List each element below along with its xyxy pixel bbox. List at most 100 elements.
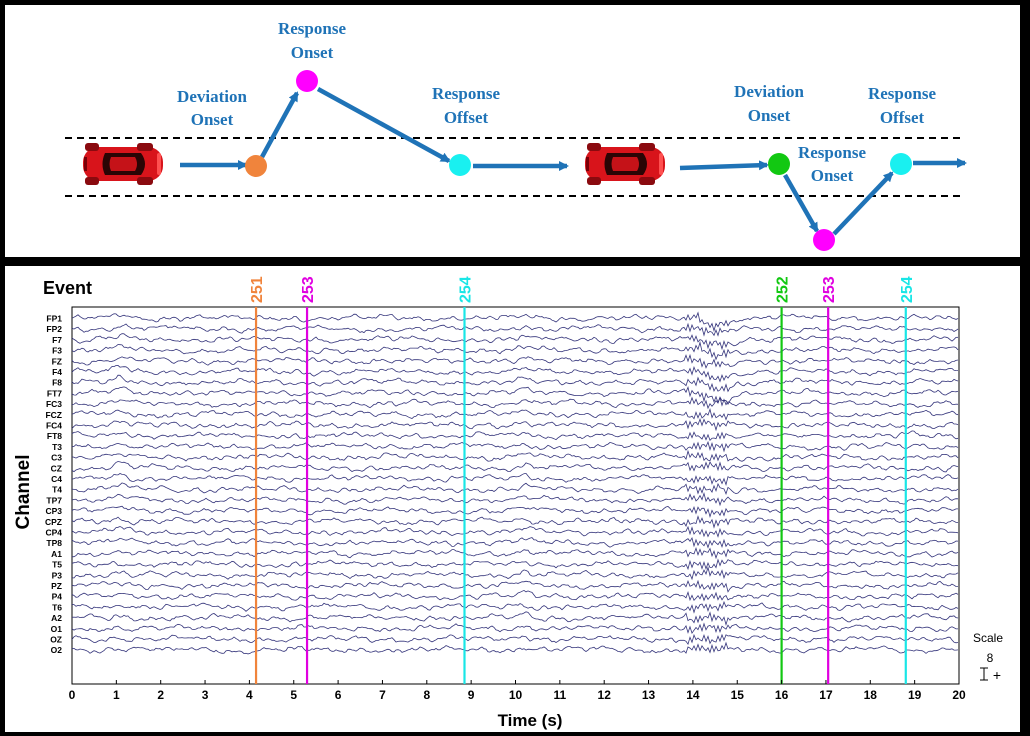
car-left xyxy=(83,143,163,185)
response-onset-label-right-line2: Onset xyxy=(811,166,854,185)
event-code-253: 253 xyxy=(821,276,838,303)
x-tick-label: 11 xyxy=(554,688,567,702)
deviation-onset-marker-right xyxy=(768,153,790,175)
channel-label-c3: C3 xyxy=(51,453,62,463)
eeg-trace-p3 xyxy=(71,566,959,581)
scale-plus: + xyxy=(993,667,1001,683)
channel-labels: FP1FP2F7F3FZF4F8FT7FC3FCZFC4FT8T3C3CZC4T… xyxy=(45,314,62,656)
eeg-trace-p4 xyxy=(71,589,959,602)
eeg-trace-a2 xyxy=(71,611,959,627)
response-onset-label-left-line2: Onset xyxy=(291,43,334,62)
arrow-deviation-to-response-right xyxy=(783,173,819,233)
event-code-253: 253 xyxy=(300,276,317,303)
channel-label-ft8: FT8 xyxy=(47,431,62,441)
eeg-trace-o2 xyxy=(71,641,959,655)
x-tick-label: 9 xyxy=(468,688,475,702)
event-code-251: 251 xyxy=(249,276,266,303)
y-axis-label: Channel xyxy=(13,455,34,530)
channel-label-p4: P4 xyxy=(52,592,63,602)
x-tick-label: 7 xyxy=(379,688,386,702)
response-onset-label-left-line1: Response xyxy=(278,19,346,38)
eeg-trace-fcz xyxy=(71,408,959,421)
eeg-trace-fp1 xyxy=(71,311,959,333)
channel-label-ft7: FT7 xyxy=(47,388,62,398)
channel-label-cpz: CPZ xyxy=(45,517,62,527)
x-tick-label: 6 xyxy=(335,688,342,702)
channel-label-pz: PZ xyxy=(51,581,62,591)
response-offset-marker-right xyxy=(890,153,912,175)
eeg-traces xyxy=(71,311,959,655)
driving-schematic: Deviation Onset Response Onset Response … xyxy=(65,19,967,251)
channel-label-cz: CZ xyxy=(51,463,62,473)
eeg-trace-f7 xyxy=(71,333,959,351)
channel-label-t4: T4 xyxy=(52,485,62,495)
eeg-trace-f3 xyxy=(71,340,959,361)
channel-label-f7: F7 xyxy=(52,335,62,345)
event-code-254: 254 xyxy=(457,276,474,303)
eeg-trace-fc4 xyxy=(71,417,959,432)
deviation-onset-label-right-line1: Deviation xyxy=(734,82,804,101)
x-tick-label: 3 xyxy=(202,688,209,702)
channel-label-t3: T3 xyxy=(52,442,62,452)
deviation-onset-label-left-line1: Deviation xyxy=(177,87,247,106)
response-offset-label-left-line2: Offset xyxy=(444,108,489,127)
eeg-trace-ft7 xyxy=(71,385,959,406)
channel-label-f3: F3 xyxy=(52,346,62,356)
x-axis-label: Time (s) xyxy=(498,711,563,730)
channel-label-c4: C4 xyxy=(51,474,62,484)
x-tick-label: 10 xyxy=(509,688,523,702)
channel-label-fc4: FC4 xyxy=(46,421,62,431)
arrow-response-to-offset-right xyxy=(832,171,894,236)
channel-label-fcz: FCZ xyxy=(45,410,62,420)
x-tick-label: 16 xyxy=(775,688,789,702)
x-tick-label: 8 xyxy=(423,688,430,702)
eeg-trace-fc3 xyxy=(71,396,959,410)
channel-label-t5: T5 xyxy=(52,560,62,570)
channel-label-f8: F8 xyxy=(52,378,62,388)
channel-label-cp4: CP4 xyxy=(45,528,62,538)
eeg-trace-tp8 xyxy=(71,536,959,549)
eeg-trace-t6 xyxy=(71,600,959,614)
eeg-trace-fz xyxy=(71,353,959,369)
x-tick-label: 20 xyxy=(952,688,966,702)
eeg-trace-tp7 xyxy=(71,491,959,507)
channel-label-oz: OZ xyxy=(50,635,62,645)
x-tick-label: 5 xyxy=(290,688,297,702)
response-onset-marker-right xyxy=(813,229,835,251)
event-code-254: 254 xyxy=(899,276,916,303)
eeg-trace-cp3 xyxy=(71,505,958,518)
eeg-trace-o1 xyxy=(71,622,958,634)
response-offset-marker-left xyxy=(449,154,471,176)
arrow-car-to-deviation-right xyxy=(679,160,769,171)
response-offset-label-right-line1: Response xyxy=(868,84,936,103)
x-tick-label: 19 xyxy=(908,688,922,702)
channel-label-fc3: FC3 xyxy=(46,399,62,409)
channel-label-o1: O1 xyxy=(51,624,63,634)
channel-label-fz: FZ xyxy=(52,356,62,366)
eeg-trace-cp4 xyxy=(71,525,959,538)
channel-label-fp2: FP2 xyxy=(46,324,62,334)
eeg-trace-t5 xyxy=(71,558,959,571)
channel-label-o2: O2 xyxy=(51,645,63,655)
eeg-trace-f8 xyxy=(71,374,959,393)
eeg-trace-f4 xyxy=(71,364,959,383)
eeg-trace-pz xyxy=(71,579,959,593)
x-tick-label: 1 xyxy=(113,688,120,702)
eeg-trace-cz xyxy=(71,461,959,473)
event-row-label: Event xyxy=(43,278,92,298)
deviation-onset-label-right-line2: Onset xyxy=(748,106,791,125)
eeg-trace-c3 xyxy=(71,449,959,462)
x-tick-label: 18 xyxy=(864,688,878,702)
arrow-response-to-offset-left xyxy=(316,87,451,163)
scale-bar: Scale 8 + xyxy=(973,631,1003,683)
x-tick-label: 12 xyxy=(598,688,612,702)
scale-label: Scale xyxy=(973,631,1003,645)
response-onset-label-right-line1: Response xyxy=(798,143,866,162)
channel-label-f4: F4 xyxy=(52,367,62,377)
eeg-trace-oz xyxy=(71,633,959,646)
deviation-onset-label-left-line2: Onset xyxy=(191,110,234,129)
channel-label-tp8: TP8 xyxy=(46,538,62,548)
